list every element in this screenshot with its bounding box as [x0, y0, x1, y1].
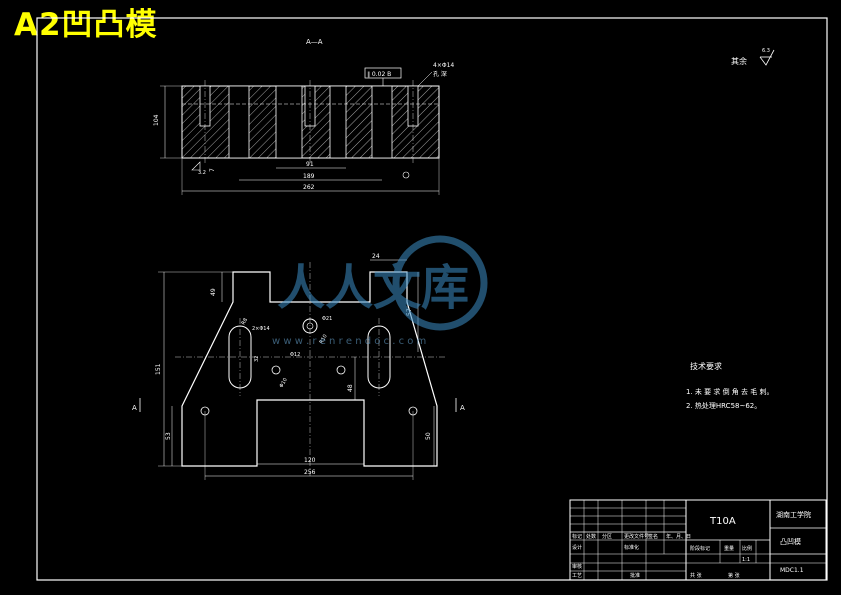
svg-text:分区: 分区 — [602, 533, 612, 540]
svg-text:7: 7 — [209, 168, 216, 172]
svg-text:2×Φ14: 2×Φ14 — [252, 326, 270, 332]
svg-text:标记: 标记 — [572, 533, 582, 540]
svg-text:批准: 批准 — [630, 572, 640, 579]
roughness-symbol: 其余 6.3 — [731, 48, 775, 66]
scale-value: 1:1 — [742, 557, 750, 563]
school-name: 湖南工学院 — [776, 510, 811, 519]
watermark-url: w w w . r e n r e n d o c . c o m — [272, 336, 426, 347]
svg-text:更改文件号: 更改文件号 — [624, 533, 649, 540]
height-dim: 104 — [153, 114, 160, 126]
hole-note-2: 孔 深 — [433, 70, 447, 78]
tech-heading: 技术要求 — [690, 361, 722, 371]
svg-text:151: 151 — [155, 363, 162, 375]
datum-circle — [402, 171, 410, 179]
svg-text:阶段标记: 阶段标记 — [690, 545, 710, 552]
svg-text:第 张: 第 张 — [728, 572, 740, 579]
section-slot-2 — [275, 85, 303, 159]
section-slot-3 — [329, 85, 347, 159]
dim-total: 262 — [303, 184, 315, 191]
section-view: ∥ 0.02 B 4×Φ14 孔 深 104 7 3.2 91 189 262 — [153, 62, 454, 195]
pin-hole-left — [271, 365, 281, 375]
datum-symbol — [191, 161, 201, 171]
svg-text:设计: 设计 — [572, 544, 582, 551]
svg-text:审核: 审核 — [572, 563, 582, 570]
drawing-border — [36, 17, 828, 581]
svg-text:∥ 0.02 B: ∥ 0.02 B — [367, 71, 391, 78]
section-slot-1 — [228, 85, 250, 159]
svg-text:签名: 签名 — [648, 533, 658, 540]
title-block: 标记 处数 分区 更改文件号 签名 年、月、日 设计 标准化 审核 工艺 批准 … — [569, 499, 827, 581]
svg-text:标准化: 标准化 — [624, 544, 639, 551]
svg-text:3.2: 3.2 — [198, 170, 206, 176]
svg-text:年、月、日: 年、月、日 — [666, 533, 691, 540]
svg-text:53: 53 — [165, 432, 172, 440]
hole-note-1: 4×Φ14 — [433, 62, 454, 69]
roughness-value: 6.3 — [762, 48, 770, 54]
plan-view: 24 49 151 53 57 50 48 120 256 2×Φ14 Φ21 … — [132, 253, 465, 480]
section-slot-4 — [371, 85, 393, 159]
svg-text:32: 32 — [254, 356, 260, 362]
svg-text:共 张: 共 张 — [690, 572, 702, 579]
svg-text:120: 120 — [304, 457, 316, 464]
watermark: 人人文库 w w w . r e n r e n d o c . c o m — [272, 235, 488, 347]
tech-item-1: 1. 未 要 求 倒 角 去 毛 刺。 — [686, 387, 773, 396]
drawing-number: MDC1.1 — [780, 567, 804, 574]
dim-inner: 91 — [306, 161, 314, 168]
section-label: A—A — [306, 38, 323, 46]
svg-text:重量: 重量 — [724, 545, 734, 552]
dim-mid: 189 — [303, 173, 315, 180]
roughness-label: 其余 — [731, 56, 747, 66]
svg-text:Φ10: Φ10 — [279, 377, 289, 389]
svg-text:48: 48 — [347, 384, 354, 392]
svg-text:50: 50 — [425, 432, 432, 440]
die-outline — [181, 271, 438, 467]
svg-text:49: 49 — [210, 288, 217, 296]
svg-text:R8: R8 — [241, 317, 250, 326]
svg-text:Φ12: Φ12 — [290, 352, 300, 358]
svg-text:24: 24 — [372, 253, 380, 260]
tech-requirements: 技术要求 1. 未 要 求 倒 角 去 毛 刺。 2. 热处理HRC58~62。 — [686, 361, 773, 410]
svg-text:Φ21: Φ21 — [322, 316, 332, 322]
svg-text:比例: 比例 — [742, 545, 752, 552]
material-value: T10A — [709, 516, 736, 527]
drawing-title-banner: A2凹凸模 — [14, 7, 158, 43]
section-mark-left: A — [132, 404, 137, 412]
pin-hole-right — [336, 365, 346, 375]
svg-text:256: 256 — [304, 469, 316, 476]
section-mark-right: A — [460, 404, 465, 412]
tech-item-2: 2. 热处理HRC58~62。 — [686, 401, 761, 410]
svg-text:R10: R10 — [319, 333, 329, 345]
watermark-logo-ring — [392, 235, 488, 331]
svg-text:工艺: 工艺 — [572, 573, 582, 579]
part-name: 凸凹模 — [780, 537, 801, 546]
svg-text:处数: 处数 — [586, 533, 596, 540]
watermark-brand: 人人文库 — [277, 260, 469, 316]
